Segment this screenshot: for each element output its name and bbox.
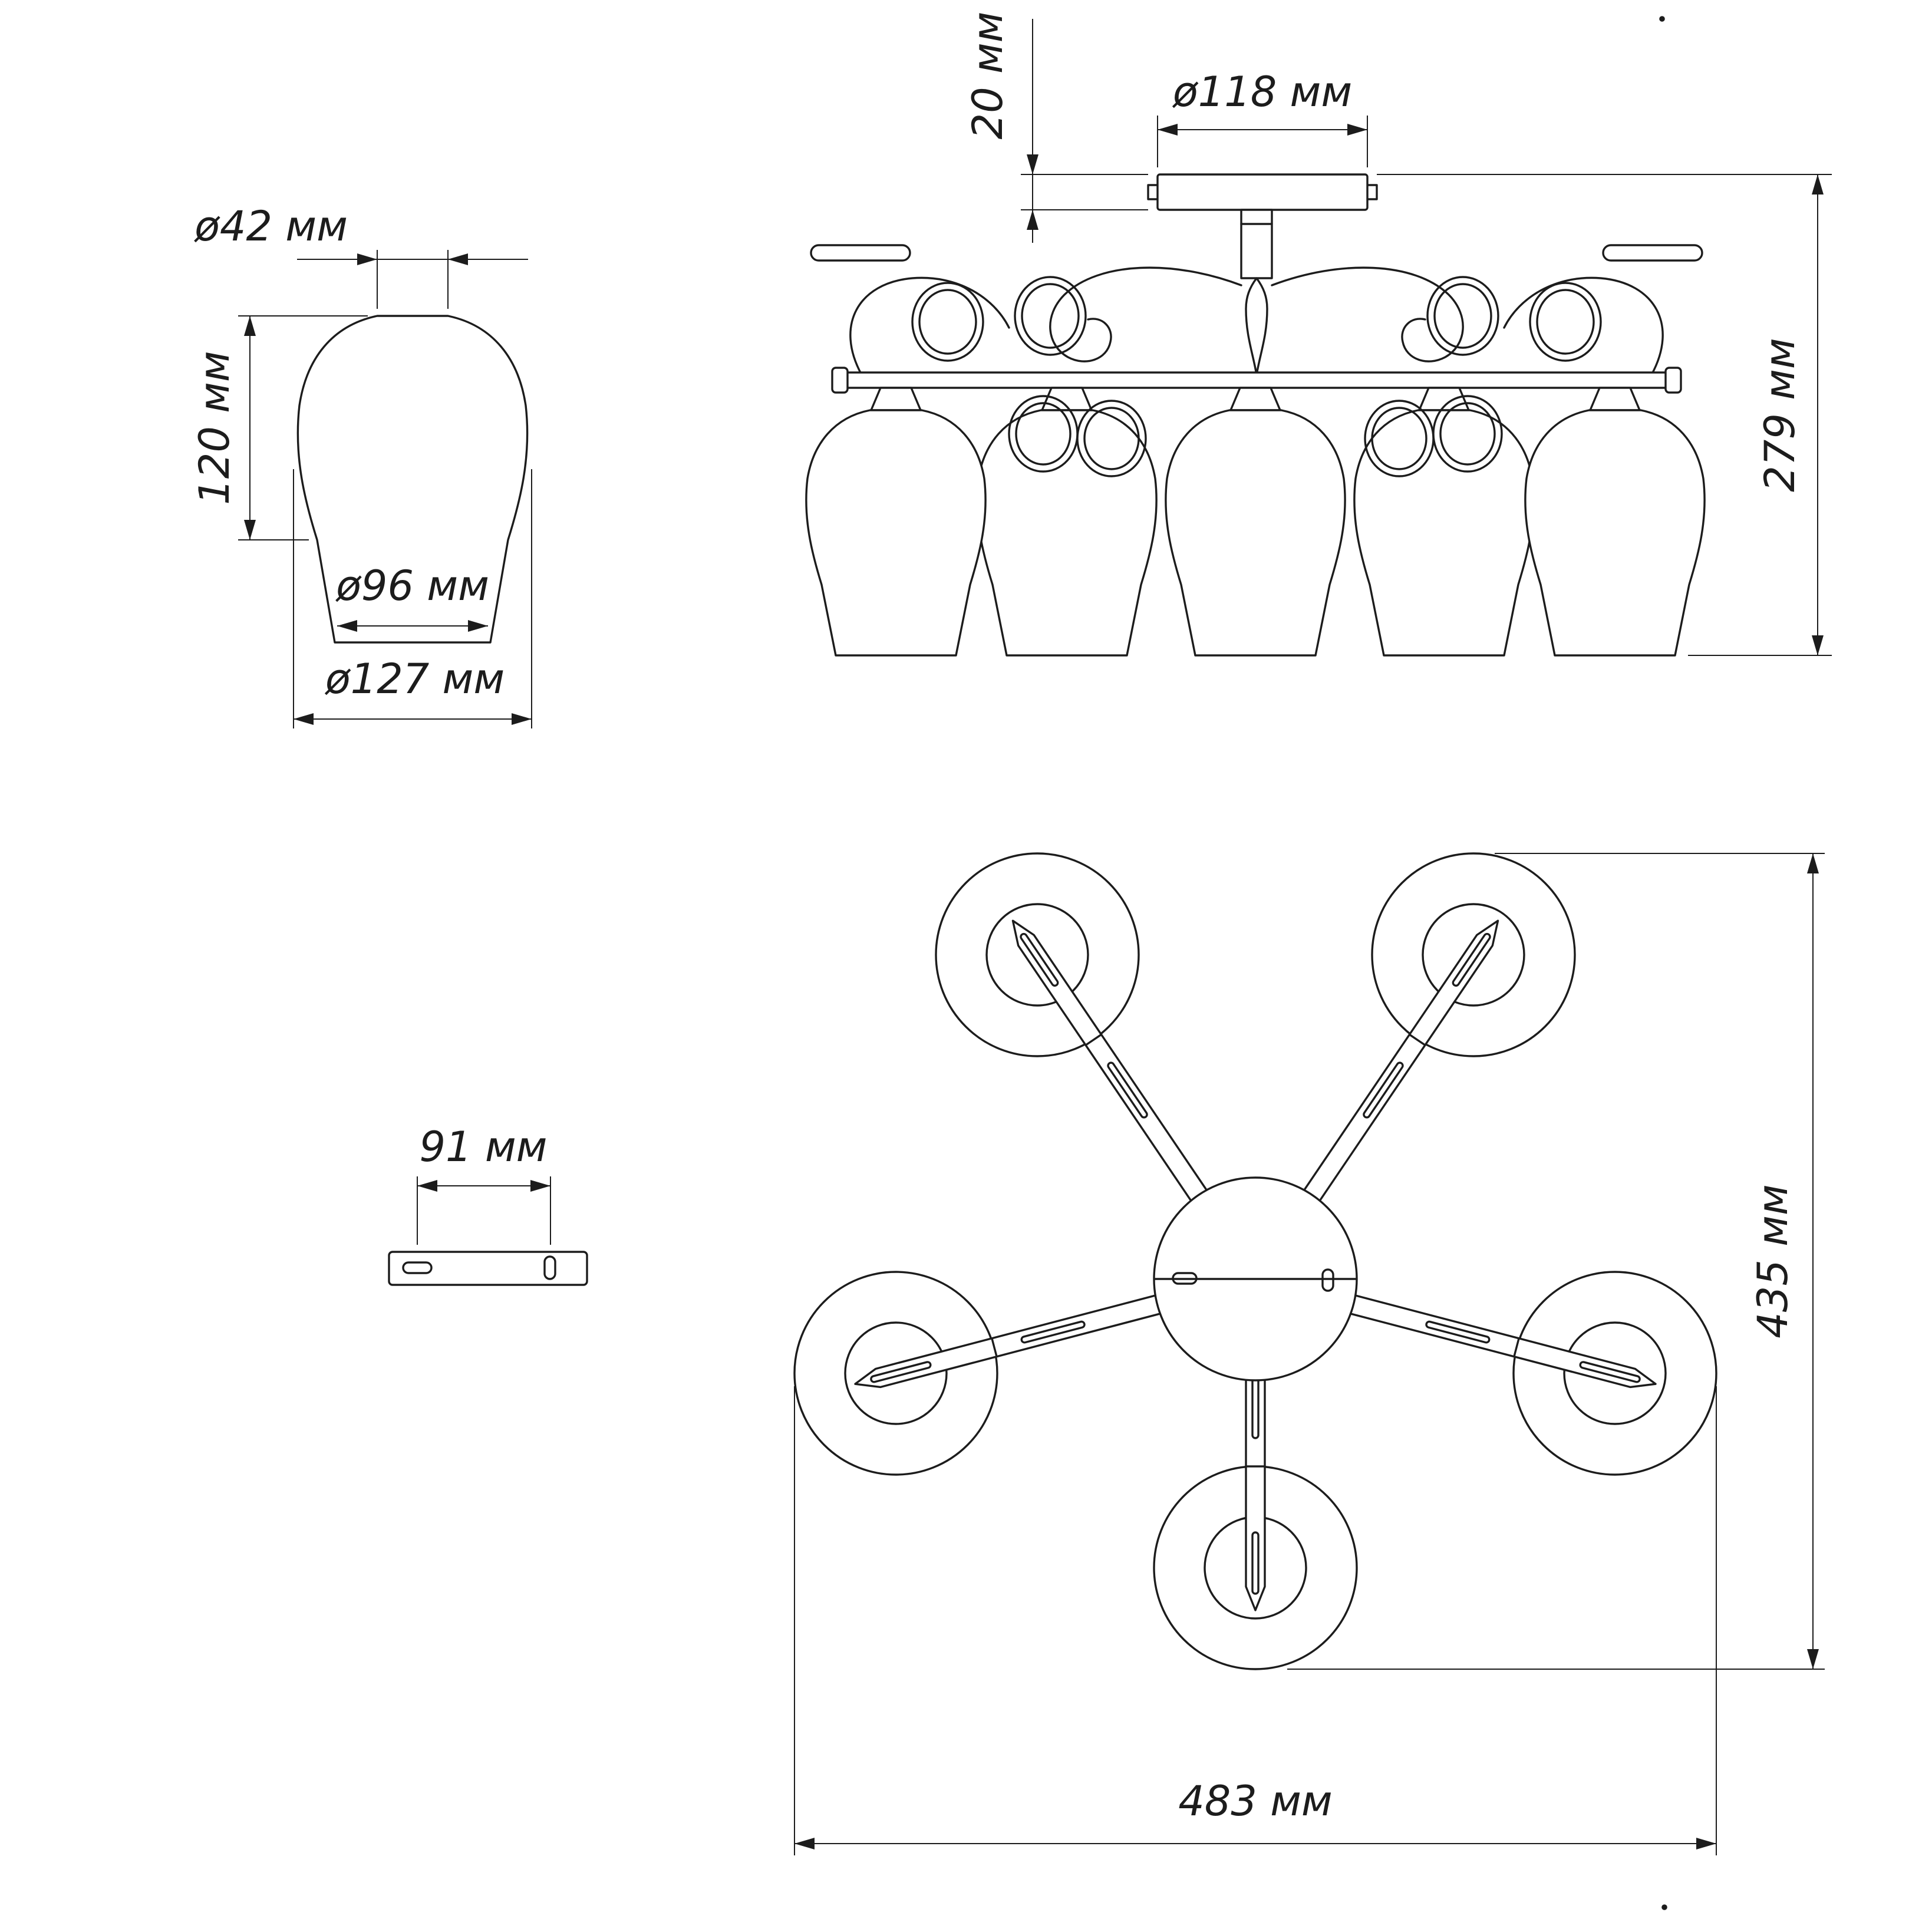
extension-line [1021,174,1148,210]
extension-line [1287,853,1825,1670]
sphere-slot-horizontal [1172,1272,1198,1285]
arm-left [854,1285,1196,1389]
glass-shade-front [805,409,987,657]
shade-neck [1589,387,1641,411]
dim-label-canopy-diameter: ø118 мм [1172,68,1352,116]
extension-line [1157,116,1368,167]
mounting-bar-body [388,1251,588,1286]
shade-circle-top-right [1371,852,1576,1057]
mounting-slot-vertical [543,1255,556,1280]
dim-label-max-diameter: ø127 мм [325,655,505,703]
glass-shade-front [1524,409,1706,657]
ink-speck [1661,1904,1667,1910]
shade-circle-left [793,1271,998,1476]
scroll-arm-left-inner [1049,266,1242,362]
ring-ornament [1008,395,1503,477]
arm-bar-end-cap [1664,367,1682,394]
ceiling-canopy [1156,173,1369,211]
ink-speck [1659,16,1665,22]
back-arm-end-cap [1602,244,1703,262]
scroll-arm-left-outer [849,276,1010,376]
arm-bottom [1245,1343,1266,1611]
shade-profile-outline [296,315,529,644]
dim-label-hole-spacing: 91 мм [420,1123,548,1171]
shade-circle-right [1512,1271,1717,1476]
arm-bar-end-cap [831,367,849,394]
arm-top-right [1282,919,1499,1232]
shade-circle-top-left [935,852,1140,1057]
arm-right [1314,1285,1657,1389]
extension-line [794,1386,1717,1855]
mounting-bar-view: 91 мм [388,1123,588,1286]
shade-detail-view: ø42 мм 120 мм ø96 мм ø127 мм [190,202,532,728]
dim-label-body-height: 120 мм [190,351,239,505]
dim-label-opening-diameter: ø96 мм [335,562,489,610]
arm-bar [845,371,1668,389]
ring-ornament [911,276,1602,362]
sphere-slot-vertical [1321,1268,1334,1292]
dim-label-overall-depth: 435 мм [1749,1184,1797,1338]
glass-shade-front [1165,409,1346,657]
central-finial [1245,277,1268,376]
extension-line [417,1176,551,1245]
scroll-arm-right-inner [1271,266,1464,362]
dim-label-overall-height: 279 мм [1756,338,1804,492]
back-arm-end-cap [810,244,911,262]
glass-shade-back [1353,409,1535,657]
dim-label-neck-diameter: ø42 мм [194,202,348,250]
extension-line [1377,174,1832,656]
shade-neck [1229,387,1281,411]
chandelier-top-view: 435 мм 483 мм [793,852,1825,1855]
dim-label-overall-width: 483 мм [1178,1777,1332,1825]
extension-line [293,469,532,728]
arm-top-left [1011,919,1228,1232]
chandelier-front-view: 20 мм ø118 мм 279 мм [805,12,1832,657]
scroll-arm-right-outer [1503,276,1664,376]
stem [1240,209,1273,279]
mounting-slot-horizontal [402,1261,433,1274]
shade-neck [870,387,922,411]
dim-label-canopy-height: 20 мм [964,12,1012,140]
